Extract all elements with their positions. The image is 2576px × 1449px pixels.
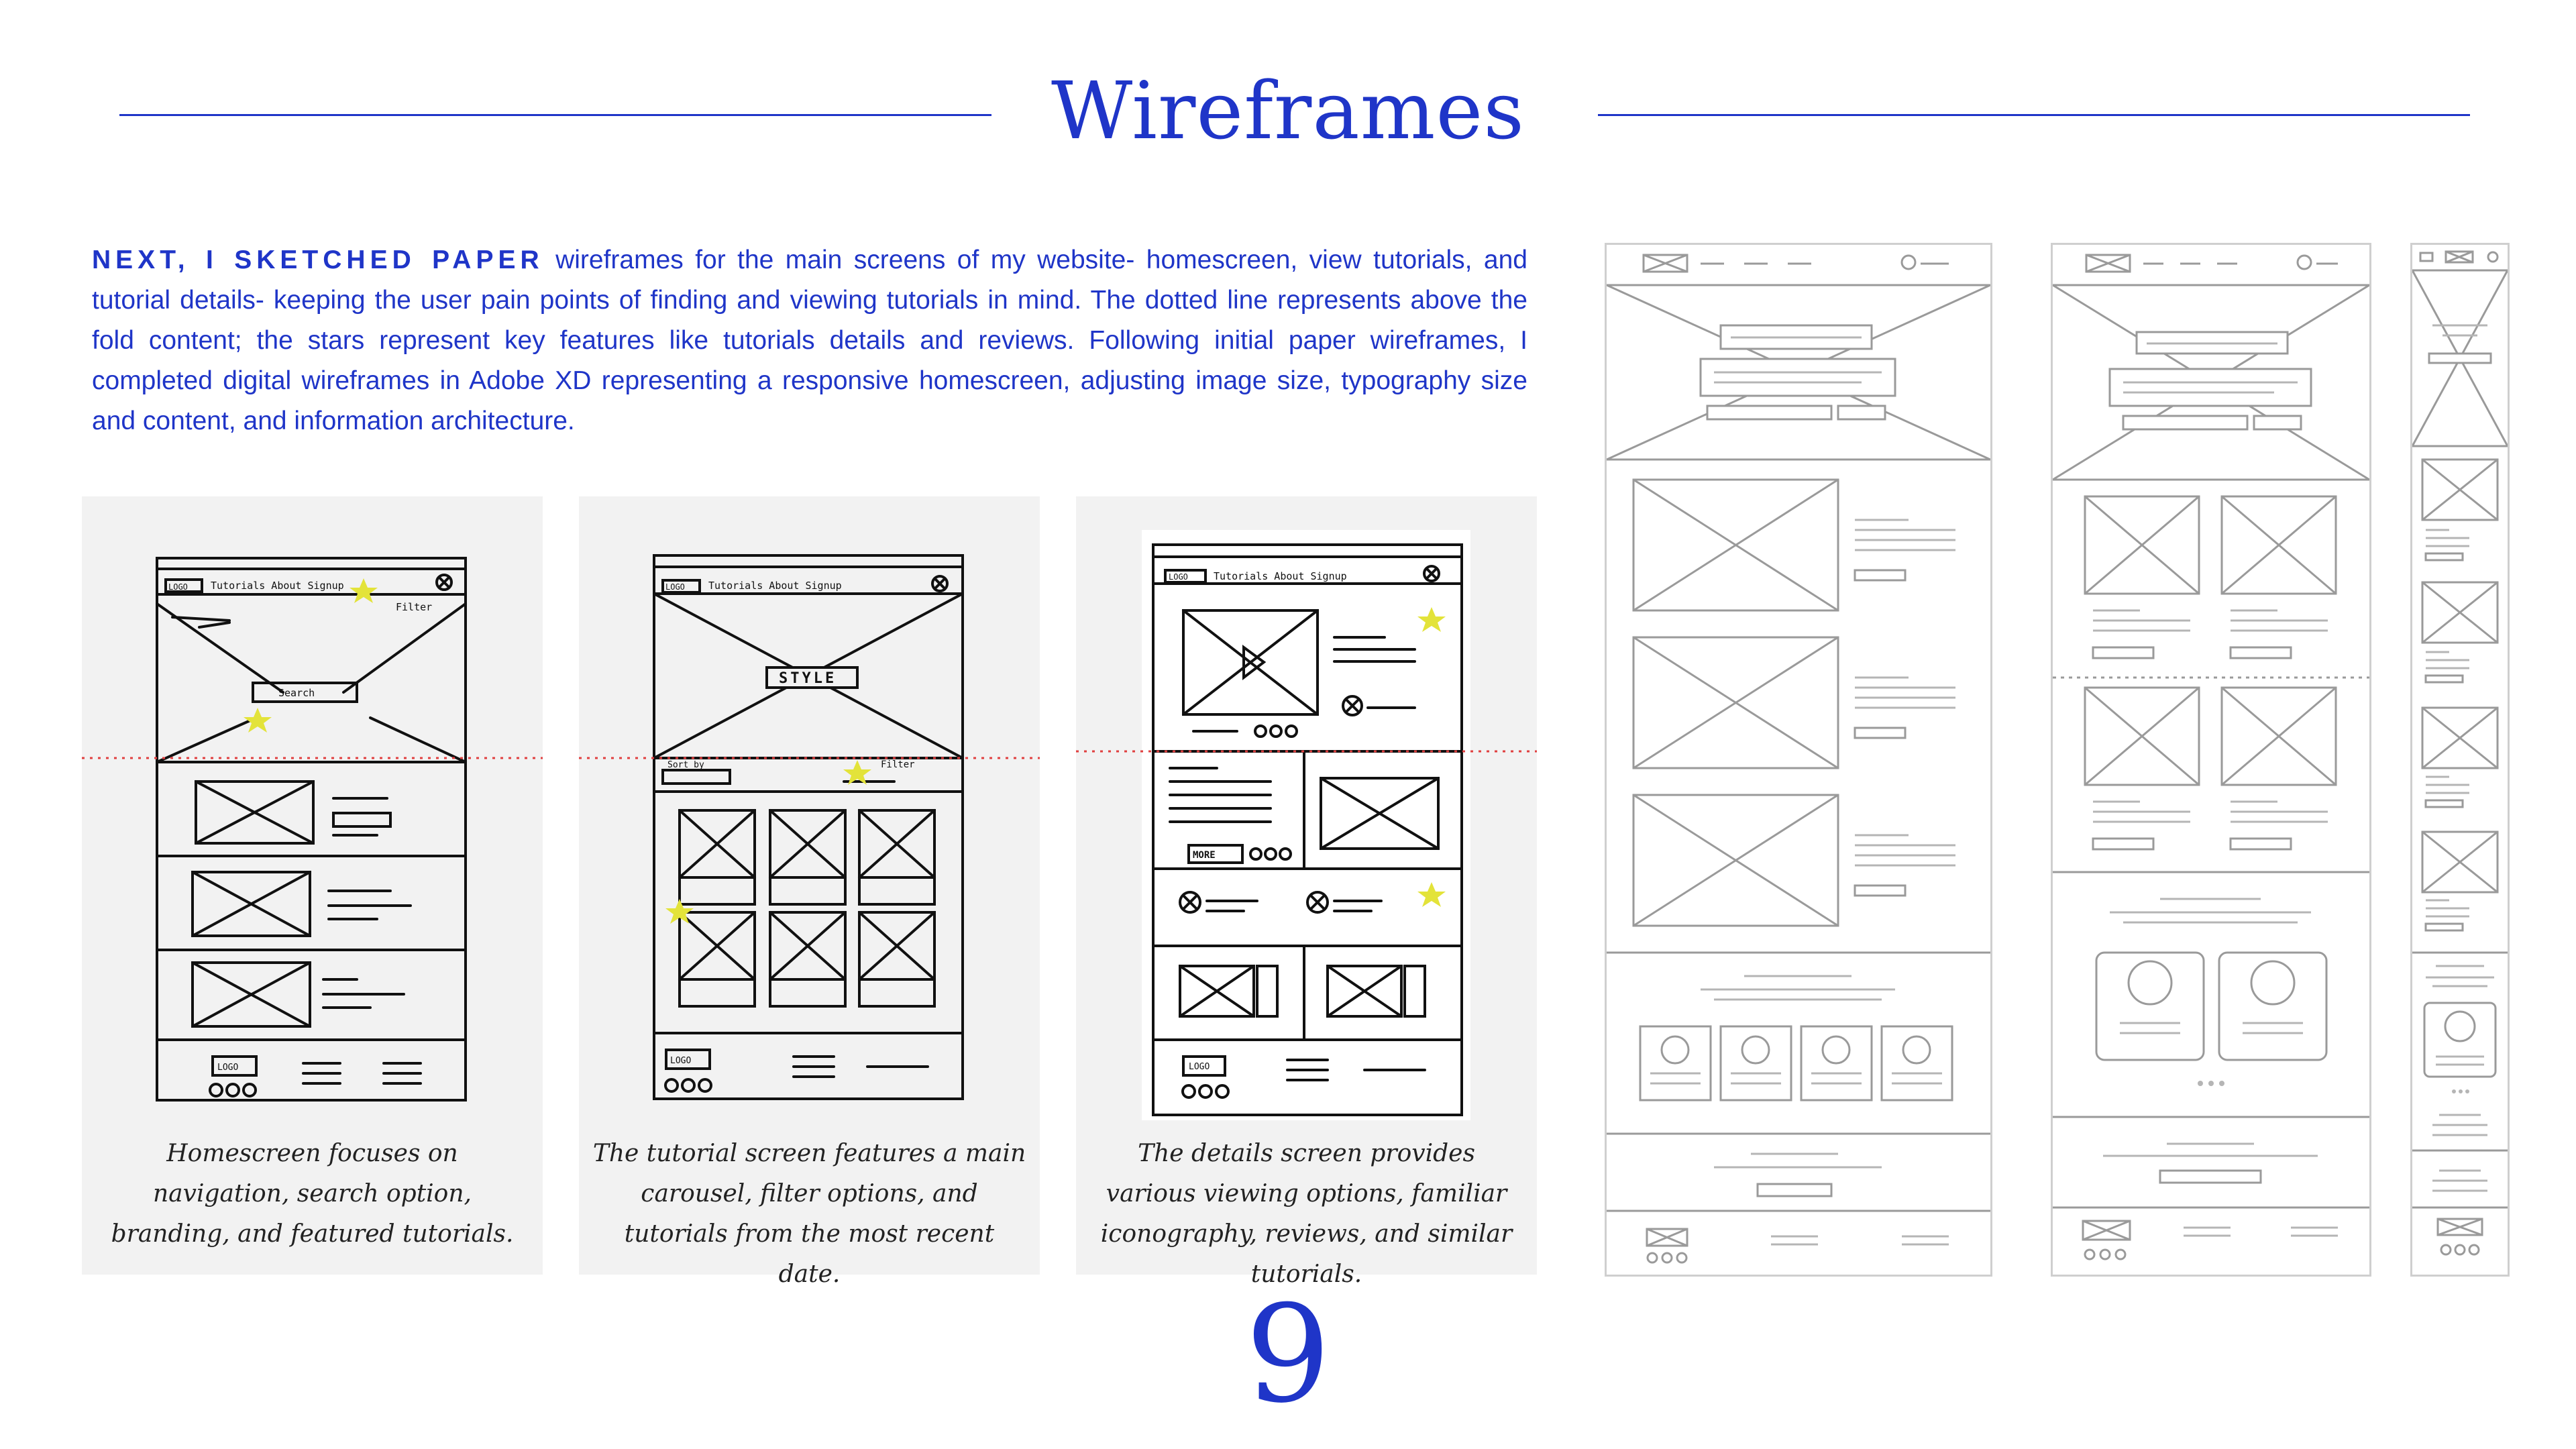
tutorials-sort-label: Sort by [667, 760, 704, 770]
desktop-wireframe-drawing [1607, 254, 1990, 1264]
homescreen-sketch: LOGO Tutorials About Signup Filter Searc… [82, 557, 543, 1102]
tutorials-filter-label: Filter [881, 759, 915, 770]
details-star-icons [1417, 607, 1446, 907]
details-caption: The details screen provides various view… [1100, 1140, 1513, 1288]
title-rule-left [119, 114, 991, 116]
homescreen-nav-links: Tutorials About Signup [211, 580, 344, 592]
digital-wireframe-mobile [2410, 243, 2510, 1277]
tutorials-caption: The tutorial screen features a main caro… [592, 1140, 1026, 1288]
details-nav-links: Tutorials About Signup [1214, 570, 1347, 582]
tutorials-sketch: LOGO Tutorials About Signup STYLE Sort b… [579, 554, 1040, 1100]
title-rule-right [1598, 114, 2470, 116]
tutorials-footer-logo: LOGO [670, 1056, 691, 1066]
tutorials-star-icons [665, 760, 871, 924]
page-number: 9 [1245, 1277, 1331, 1433]
sketch-card-tutorials: LOGO Tutorials About Signup STYLE Sort b… [579, 496, 1040, 1288]
details-sketch: LOGO Tutorials About Signup MORE LOGO [1076, 530, 1537, 1120]
intro-lead: NEXT, I SKETCHED PAPER [92, 246, 544, 274]
intro-body: wireframes for the main screens of my we… [92, 246, 1527, 435]
homescreen-logo-label: LOGO [168, 582, 188, 592]
tutorials-nav-links: Tutorials About Signup [708, 580, 842, 592]
page-title: Wireframes [1051, 64, 1525, 157]
homescreen-caption: Homescreen focuses on navigation, search… [111, 1140, 514, 1248]
details-more-label: MORE [1193, 850, 1216, 861]
tutorials-hero-word: STYLE [779, 670, 837, 687]
tutorials-logo-label: LOGO [665, 582, 685, 592]
homescreen-search-label: Search [278, 687, 315, 699]
mobile-wireframe-drawing [2412, 250, 2508, 1256]
digital-wireframe-tablet [2051, 243, 2371, 1277]
digital-wireframe-desktop [1605, 243, 1992, 1277]
details-footer-logo: LOGO [1189, 1062, 1210, 1072]
tablet-wireframe-drawing [2053, 254, 2369, 1260]
sketch-card-details: LOGO Tutorials About Signup MORE LOGO Th… [1076, 496, 1537, 1288]
homescreen-star-icons [244, 578, 378, 733]
homescreen-filter-label: Filter [396, 601, 432, 613]
sketch-card-homescreen: LOGO Tutorials About Signup Filter Searc… [82, 496, 543, 1275]
homescreen-footer-logo: LOGO [217, 1063, 238, 1073]
intro-paragraph: NEXT, I SKETCHED PAPER wireframes for th… [92, 240, 1527, 441]
details-logo-label: LOGO [1169, 572, 1188, 582]
